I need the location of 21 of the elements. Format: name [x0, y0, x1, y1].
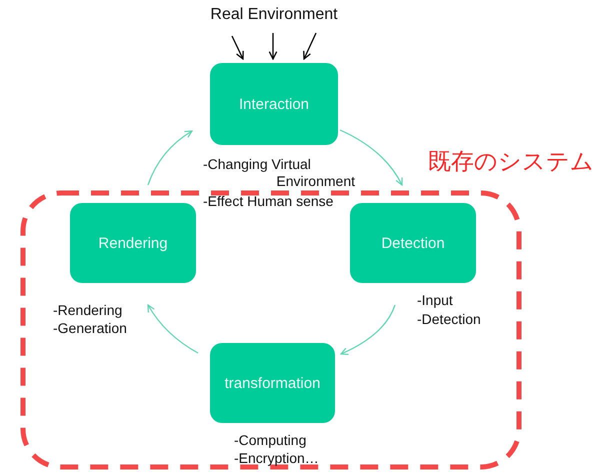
- process-box: transformation: [210, 343, 335, 423]
- process-box: Rendering: [70, 203, 196, 283]
- arrow: [231, 36, 244, 60]
- arrow: [303, 32, 317, 60]
- step-note: -Detection: [417, 311, 481, 328]
- arrow: [340, 304, 396, 355]
- step-note: -Rendering: [53, 302, 122, 319]
- step-note: -Input: [417, 292, 453, 309]
- step-note: -Encryption…: [234, 450, 319, 467]
- arrow: [340, 129, 403, 186]
- process-box: Interaction: [210, 63, 338, 145]
- step-note: -Effect Human sense: [203, 193, 334, 210]
- region-heading: 既存のシステム: [428, 147, 594, 176]
- arrow: [147, 304, 198, 354]
- step-note: -Generation: [53, 320, 127, 337]
- source-label: Real Environment: [200, 6, 348, 32]
- step-note: -Computing: [234, 432, 306, 449]
- step-note: -Changing Virtual Environment: [203, 156, 355, 190]
- arrow: [147, 130, 193, 186]
- process-box: Detection: [350, 203, 476, 283]
- arrow: [268, 33, 278, 60]
